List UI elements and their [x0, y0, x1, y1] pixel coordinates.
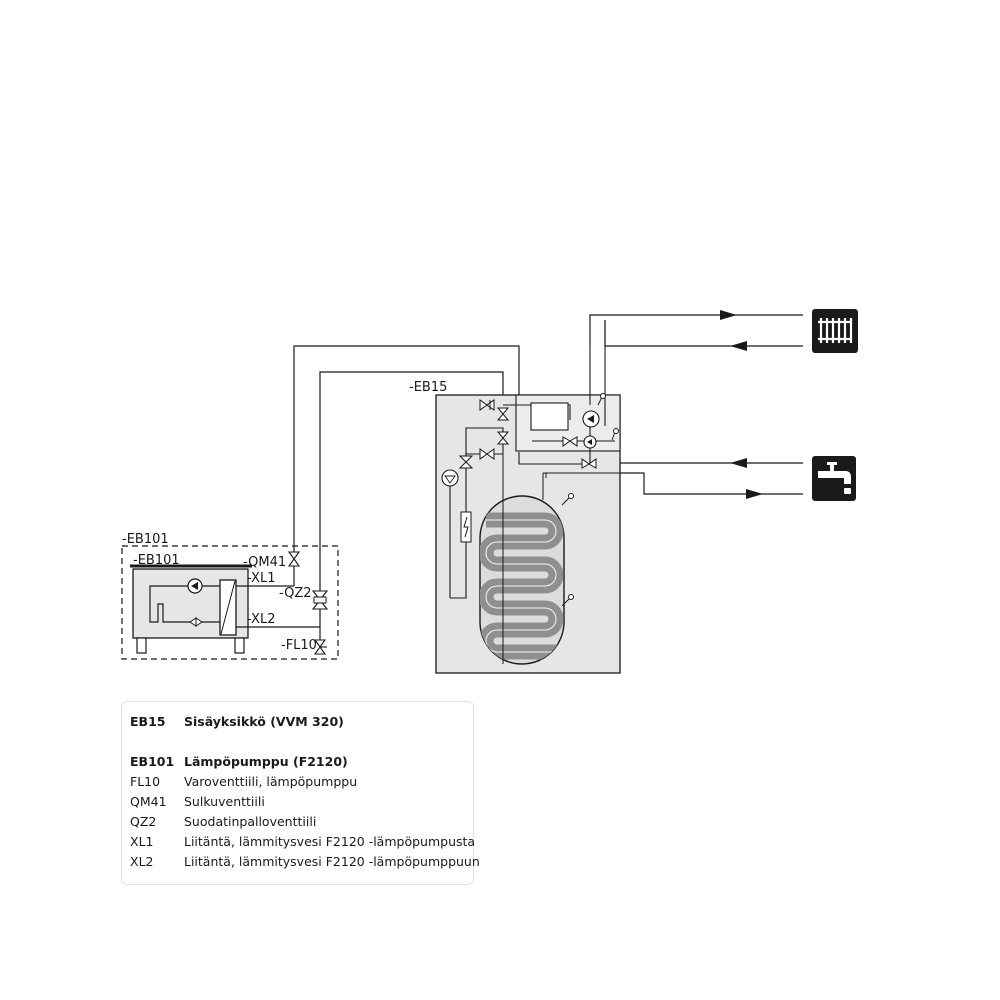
label-eb15: -EB15: [409, 380, 447, 395]
heat-pump-leg-left: [136, 637, 147, 654]
legend-panel: EB15 Sisäyksikkö (VVM 320) EB101 Lämpöpu…: [121, 701, 480, 885]
legend-row-qm41: QM41 Sulkuventtiili: [130, 792, 465, 812]
heat-pump-eb101: [121, 545, 339, 660]
hot-water-line: [620, 472, 803, 495]
temperature-sensors: [489, 393, 619, 607]
legend-description: Liitäntä, lämmitysvesi F2120 -lämpöpumpu…: [184, 834, 476, 849]
legend-code: EB101: [130, 754, 175, 769]
legend-code: XL1: [130, 834, 154, 849]
legend-code: FL10: [130, 774, 161, 789]
legend-description: Sisäyksikkö (VVM 320): [184, 714, 344, 729]
heat-pump-internal-valve: [189, 617, 203, 627]
legend-row-xl2: XL2 Liitäntä, lämmitysvesi F2120 -lämpöp…: [130, 852, 480, 872]
legend-row-qz2: QZ2 Suodatinpalloventtiili: [130, 812, 465, 832]
legend-description: Liitäntä, lämmitysvesi F2120 -lämpöpumpp…: [184, 854, 480, 869]
arrow-heating-supply: [720, 310, 737, 320]
return-pipe-xl2: [319, 371, 504, 627]
heating-supply-line: [589, 314, 803, 346]
label-xl1: -XL1: [247, 571, 275, 586]
water-tap-icon: [812, 456, 856, 501]
arrow-cold-water: [730, 458, 747, 468]
indoor-unit-eb15: [435, 320, 621, 674]
legend-row-eb15: EB15 Sisäyksikkö (VVM 320): [130, 712, 465, 732]
legend-row-eb101: EB101 Lämpöpumppu (F2120): [130, 752, 465, 772]
flow-arrows: [720, 310, 763, 499]
legend-code: EB15: [130, 714, 166, 729]
radiator-icon: [812, 309, 858, 353]
legend-description: Suodatinpalloventtiili: [184, 814, 317, 829]
eb101-dashed-boundary: [121, 545, 339, 660]
heat-pump-internal-loop: [149, 585, 220, 623]
label-eb101-outer: -EB101: [122, 532, 169, 547]
legend-code: QZ2: [130, 814, 157, 829]
legend-code: XL2: [130, 854, 154, 869]
label-fl10: -FL10: [281, 638, 317, 653]
arrow-hot-water: [746, 489, 763, 499]
legend-row-xl1: XL1 Liitäntä, lämmitysvesi F2120 -lämpöp…: [130, 832, 475, 852]
heat-pump-leg-right: [234, 637, 245, 654]
indoor-exchanger-box: [530, 402, 569, 431]
legend-description: Varoventtiili, lämpöpumppu: [184, 774, 358, 789]
fl10-safety-valve: [313, 639, 327, 655]
arrow-heating-return: [730, 341, 747, 351]
qz2-filter-ball-valve: [311, 590, 329, 610]
label-eb101-inner: -EB101: [133, 553, 180, 568]
label-qm41: -QM41: [243, 555, 286, 570]
label-qz2: -QZ2: [279, 586, 312, 601]
legend-description: Sulkuventtiili: [184, 794, 265, 809]
external-circuits: [589, 314, 803, 495]
qm41-shutoff-valve: [287, 551, 301, 567]
heating-return-line: [604, 320, 803, 347]
label-xl2: -XL2: [247, 612, 275, 627]
legend-row-fl10: FL10 Varoventtiili, lämpöpumppu: [130, 772, 465, 792]
legend-code: QM41: [130, 794, 167, 809]
legend-description: Lämpöpumppu (F2120): [184, 754, 348, 769]
